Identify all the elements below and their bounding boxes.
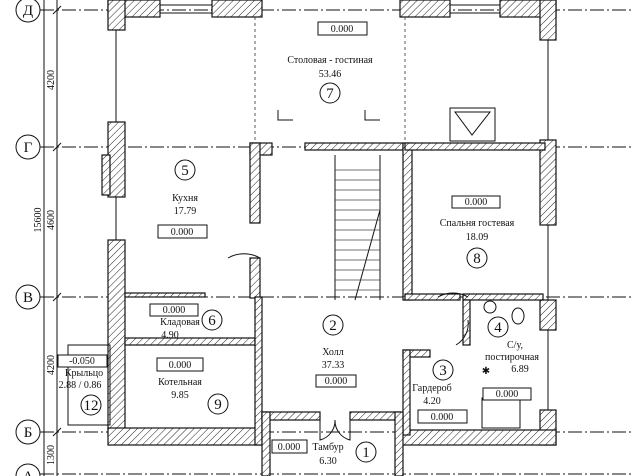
room-12-porch: -0.050 Крыльцо 2.88 / 0.86 12: [57, 354, 108, 416]
drain-icon: ✱: [482, 366, 490, 377]
svg-text:18.09: 18.09: [466, 232, 489, 243]
svg-text:17.79: 17.79: [174, 206, 197, 217]
svg-text:53.46: 53.46: [319, 69, 342, 80]
svg-text:0.000: 0.000: [431, 412, 454, 423]
staircase: [334, 155, 381, 301]
svg-text:Кладовая: Кладовая: [160, 317, 200, 328]
room-6: 0.000 Кладовая 4.90 6: [149, 303, 223, 341]
svg-text:Б: Б: [24, 425, 33, 441]
svg-text:Холл: Холл: [322, 347, 343, 358]
room-2: 2 Холл 37.33 0.000: [315, 314, 357, 388]
svg-text:6: 6: [208, 313, 216, 329]
svg-text:Гардероб: Гардероб: [412, 383, 451, 394]
axis-marker-g: Г: [15, 134, 41, 160]
room-3: 3 Гардероб 4.20 0.000: [412, 359, 468, 424]
svg-text:А: А: [23, 469, 34, 476]
svg-text:Кухня: Кухня: [172, 193, 198, 204]
svg-text:-0.050: -0.050: [69, 356, 95, 367]
dim-d-g: 4200: [46, 70, 57, 90]
svg-text:6.30: 6.30: [319, 456, 337, 467]
walls: [101, 0, 557, 476]
svg-text:Крыльцо: Крыльцо: [65, 368, 103, 379]
svg-text:0.000: 0.000: [331, 24, 354, 35]
room-5: 5 Кухня 17.79 0.000: [157, 159, 208, 239]
svg-text:37.33: 37.33: [322, 360, 345, 371]
svg-text:4: 4: [494, 320, 502, 336]
room-9: 0.000 Котельная 9.85 9: [156, 357, 229, 415]
axis-marker-v: В: [15, 284, 41, 310]
dimension-lines: 4200 15600 4600 4200 1300: [33, 0, 62, 476]
svg-text:постирочная: постирочная: [485, 352, 539, 363]
svg-text:3: 3: [439, 363, 447, 379]
svg-text:5: 5: [181, 163, 189, 179]
dim-total: 15600: [33, 208, 44, 233]
svg-text:12: 12: [84, 398, 99, 414]
room-8: 0.000 Спальня гостевая 18.09 8: [440, 195, 515, 269]
axis-marker-d: Д: [15, 0, 41, 23]
svg-text:4.90: 4.90: [161, 330, 179, 341]
svg-text:Котельная: Котельная: [158, 377, 202, 388]
axis-marker-a: А: [15, 463, 41, 476]
axis-marker-b: Б: [15, 419, 41, 445]
fireplace: [449, 107, 496, 142]
svg-text:2.88 / 0.86: 2.88 / 0.86: [59, 380, 102, 391]
svg-text:0.000: 0.000: [496, 389, 519, 400]
dim-v-b: 4200: [46, 355, 57, 375]
room-1: 0.000 Тамбур 6.30 1: [271, 439, 377, 467]
room-7: 0.000 Столовая - гостиная 53.46 7: [287, 21, 373, 104]
svg-text:0.000: 0.000: [169, 360, 192, 371]
svg-text:Г: Г: [24, 140, 33, 156]
stair-treads: [335, 169, 380, 291]
svg-text:Д: Д: [23, 3, 33, 19]
svg-text:0.000: 0.000: [171, 227, 194, 238]
svg-text:6.89: 6.89: [511, 364, 529, 375]
room-4: 4 С/у, постирочная 6.89 0.000: [482, 316, 539, 401]
svg-text:9: 9: [214, 397, 222, 413]
dim-b-a: 1300: [46, 445, 57, 465]
svg-text:4.20: 4.20: [423, 396, 441, 407]
svg-text:Спальня гостевая: Спальня гостевая: [440, 218, 515, 229]
svg-text:1: 1: [362, 445, 370, 461]
svg-text:0.000: 0.000: [465, 197, 488, 208]
svg-text:7: 7: [326, 86, 334, 102]
svg-text:0.000: 0.000: [278, 442, 301, 453]
svg-text:8: 8: [473, 251, 481, 267]
svg-text:9.85: 9.85: [171, 390, 189, 401]
svg-text:С/у,: С/у,: [507, 340, 523, 351]
svg-text:0.000: 0.000: [163, 305, 186, 316]
svg-text:2: 2: [329, 318, 337, 334]
dim-g-v: 4600: [46, 210, 57, 230]
svg-text:В: В: [23, 290, 33, 306]
svg-text:Столовая - гостиная: Столовая - гостиная: [287, 55, 373, 66]
svg-text:Тамбур: Тамбур: [312, 442, 343, 453]
svg-text:0.000: 0.000: [325, 376, 348, 387]
